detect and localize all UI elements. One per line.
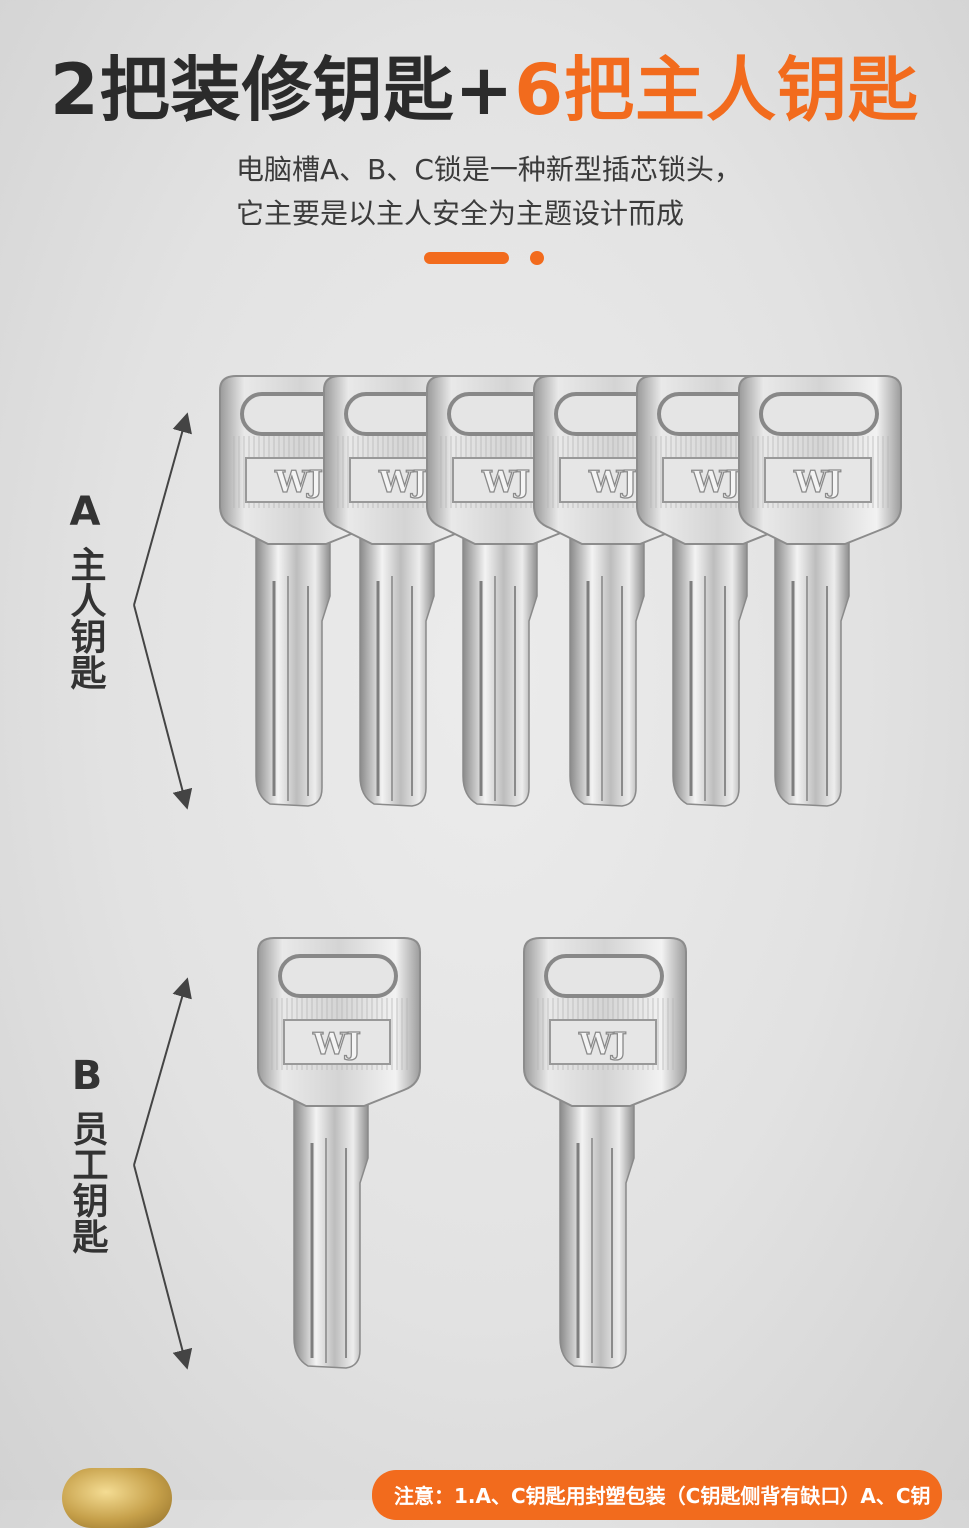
accent-bar <box>424 252 509 264</box>
description: 电脑槽A、B、C锁是一种新型插芯锁头， 它主要是以主人安全为主题设计而成 <box>236 148 876 236</box>
brass-lock-core <box>62 1468 172 1528</box>
staff-key-1 <box>256 936 422 1370</box>
page-title: 2把装修钥匙+6把主人钥匙 <box>0 50 969 130</box>
owner-keys-row <box>218 374 903 808</box>
title-decoration-keys: 2把装修钥匙+ <box>49 49 515 131</box>
accent-dot <box>530 251 544 265</box>
group-b-letter: B <box>71 1053 103 1099</box>
group-b-title: 员工钥匙 <box>66 1110 108 1254</box>
staff-keys-row <box>256 936 688 1370</box>
footer-note: 注意：1.A、C钥匙用封塑包装（C钥匙侧背有缺口）A、C钥 <box>372 1470 942 1520</box>
group-a-title: 主人钥匙 <box>64 546 106 690</box>
description-line-1: 电脑槽A、B、C锁是一种新型插芯锁头， <box>236 153 742 186</box>
staff-key-2 <box>522 936 688 1370</box>
group-a-bracket-icon <box>133 412 193 810</box>
group-a-label: A 主人钥匙 <box>55 488 115 694</box>
group-b-label: B 员工钥匙 <box>57 1052 117 1258</box>
description-line-2: 它主要是以主人安全为主题设计而成 <box>236 197 685 230</box>
title-owner-keys: 6把主人钥匙 <box>514 49 920 131</box>
group-b-bracket-icon <box>133 977 193 1370</box>
owner-key-6 <box>737 374 903 808</box>
group-a-letter: A <box>69 489 101 535</box>
